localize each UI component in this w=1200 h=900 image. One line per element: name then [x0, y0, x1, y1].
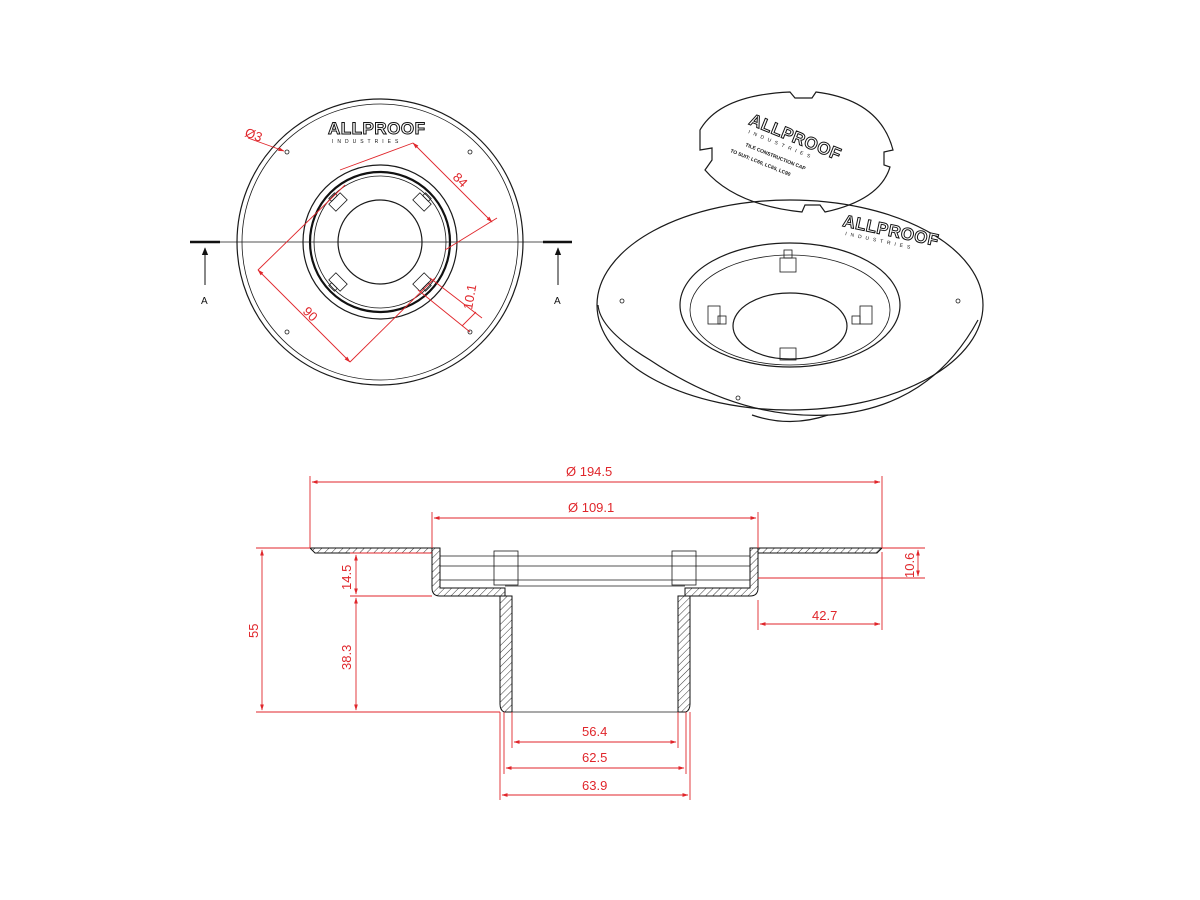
iso-lug-right — [851, 305, 873, 325]
section-lug-left — [493, 550, 519, 586]
iso-fixing-hole — [735, 395, 741, 401]
dim-90-label: 90 — [300, 304, 321, 325]
top-view: ALLPROOF INDUSTRIES A A Ø3 84 90 10.1 — [190, 98, 572, 386]
dim-38-3-label: 38.3 — [339, 645, 354, 670]
dim-62-5-label: 62.5 — [582, 750, 607, 765]
fixing-hole — [467, 329, 473, 335]
section-dimensions: Ø 194.5 Ø 109.1 10.6 42.7 14.5 55 38.3 — [246, 464, 925, 800]
dim-hole-leader — [247, 137, 285, 152]
dim-10-6-label: 10.6 — [902, 553, 917, 578]
section-lug-right — [671, 550, 697, 586]
iso-fixing-hole — [619, 298, 625, 304]
section-flange-right — [757, 547, 884, 554]
tile-construction-cap: ALLPROOF INDUSTRIES TILE CONSTRUCTION CA… — [699, 91, 894, 213]
dim-90-ext-b — [349, 277, 436, 363]
iso-fixing-hole — [955, 298, 961, 304]
section-label-left: A — [201, 296, 208, 307]
dim-90-line — [257, 269, 351, 363]
dim-14-5-label: 14.5 — [339, 565, 354, 590]
iso-lug-left — [707, 305, 727, 325]
section-label-right: A — [554, 296, 561, 307]
dim-109-1-label: Ø 109.1 — [568, 500, 614, 515]
iso-lug-top — [779, 249, 797, 273]
dim-10-1-ext-b — [429, 277, 483, 319]
iso-flange-edge — [597, 304, 979, 416]
isometric-view: ALLPROOF INDUSTRIES ALLPROOF INDUSTRIES … — [596, 91, 984, 423]
iso-bore — [732, 292, 848, 360]
dim-84-ext-a — [339, 142, 414, 171]
dim-10-1-label: 10.1 — [460, 283, 479, 311]
section-spigot-left — [499, 595, 513, 713]
dim-84-line — [412, 142, 493, 223]
dim-hole-dia: Ø3 — [243, 125, 264, 145]
section-recess-left — [431, 547, 506, 597]
dim-42-7-label: 42.7 — [812, 608, 837, 623]
iso-recess-inner — [689, 254, 891, 366]
section-recess-right — [684, 547, 759, 597]
logo-sub: INDUSTRIES — [332, 139, 402, 145]
dim-84-label: 84 — [450, 170, 471, 191]
iso-lug-bottom — [779, 347, 797, 361]
iso-flange-outer — [596, 199, 984, 411]
dim-55-label: 55 — [246, 624, 261, 638]
logo-brand: ALLPROOF — [328, 119, 426, 138]
dim-84-ext-b — [444, 217, 498, 251]
dim-10-1-line — [461, 311, 477, 327]
dim-194-5-label: Ø 194.5 — [566, 464, 612, 479]
fixing-hole — [284, 149, 290, 155]
section-view — [308, 547, 884, 713]
dim-56-4-label: 56.4 — [582, 724, 607, 739]
lug-bottom-right — [412, 272, 432, 292]
dim-90-ext-a — [257, 184, 346, 271]
fixing-hole — [284, 329, 290, 335]
iso-spigot-bottom — [751, 414, 829, 423]
iso-recess-outer — [679, 242, 901, 368]
fixing-hole — [467, 149, 473, 155]
section-flange-left — [308, 547, 433, 554]
dim-10-1-ext-a — [417, 289, 471, 333]
dim-63-9-label: 63.9 — [582, 778, 607, 793]
section-spigot-right — [677, 595, 691, 713]
